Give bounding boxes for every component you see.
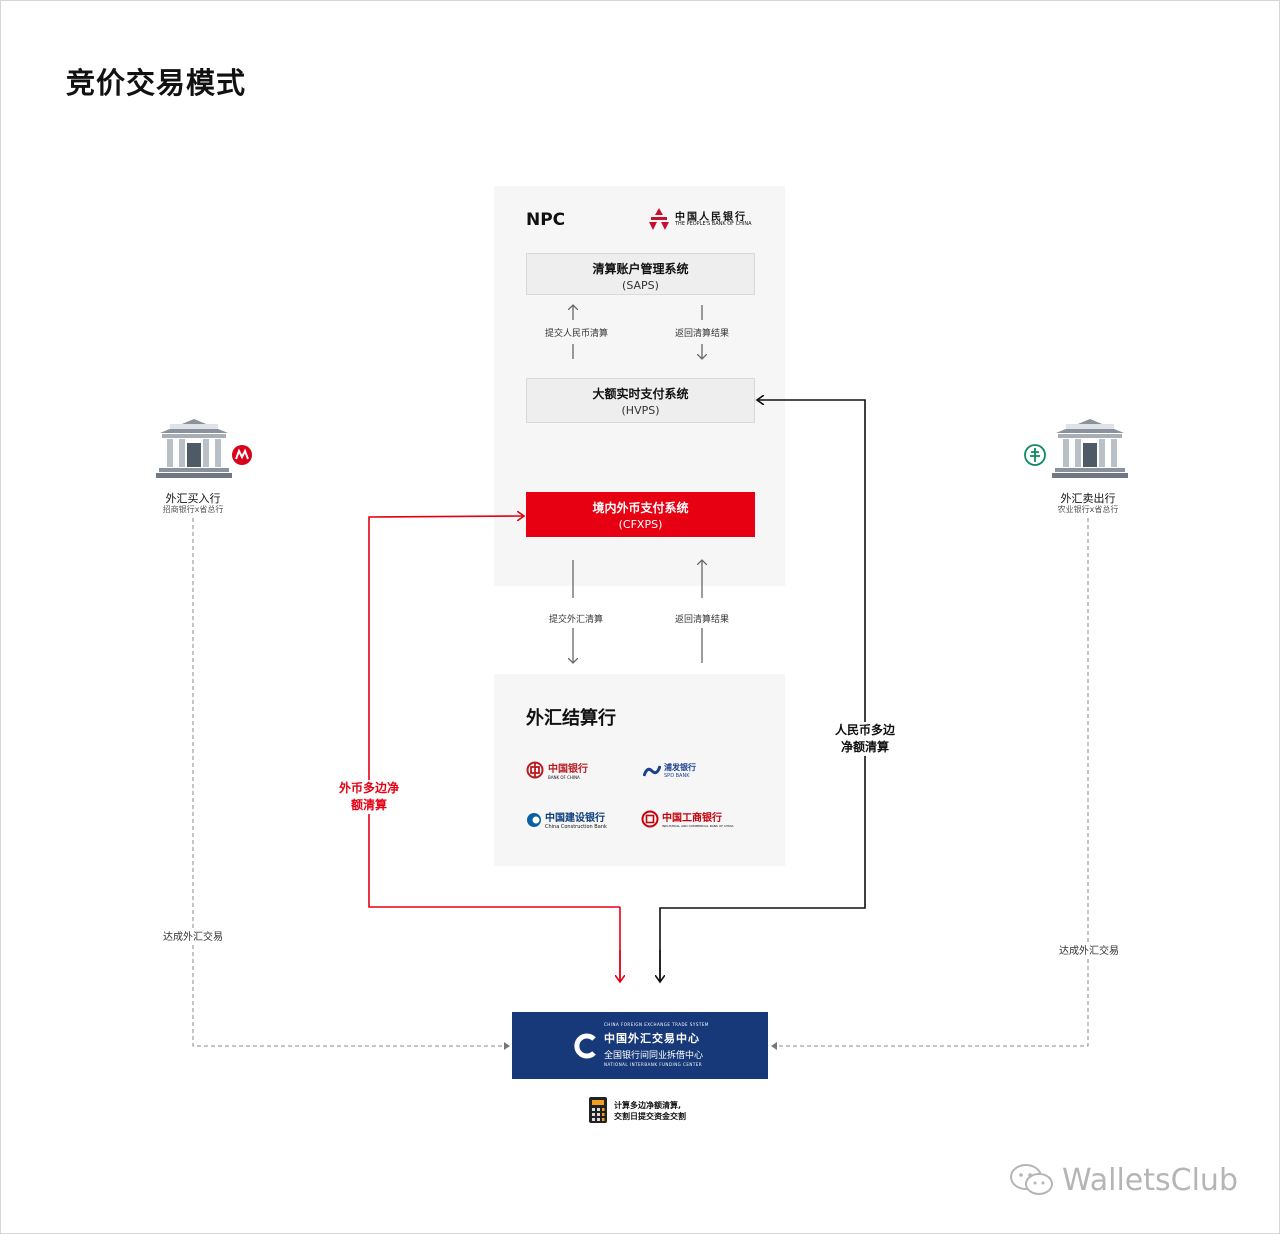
spdb-en: SPD BANK (664, 773, 690, 779)
seller-bank-sub: 农业银行x省总行 (1057, 505, 1119, 514)
pboc-emblem-icon (649, 208, 669, 230)
submit-fx-label: 提交外汇清算 (549, 615, 604, 625)
hvps-box: 大额实时支付系统 (HVPS) (526, 378, 755, 423)
boc-logo-icon (526, 761, 544, 779)
ccb-logo-icon (527, 812, 541, 827)
buyer-deal-label: 达成外汇交易 (163, 928, 223, 943)
pboc-name-en: THE PEOPLE'S BANK OF CHINA (675, 221, 752, 227)
cfets-en-bottom: NATIONAL INTERBANK FUNDING CENTER (604, 1062, 703, 1067)
submit-rmb-label: 提交人民币清算 (545, 329, 609, 339)
cfxps-box: 境内外币支付系统 (CFXPS) (526, 492, 755, 537)
calc-note-line2: 交割日提交资金交割 (614, 1112, 686, 1121)
ccb-en: China Construction Bank (545, 824, 607, 830)
buyer-deal-line (192, 518, 510, 1050)
boc-en: BANK OF CHINA (548, 775, 580, 780)
return-result-label-top: 返回清算结果 (675, 329, 730, 339)
calculator-icon (589, 1097, 607, 1123)
pboc-logo: 中国人民银行 THE PEOPLE'S BANK OF CHINA (646, 207, 758, 233)
icbc-logo: 中国工商银行 INDUSTRIAL AND COMMERCIAL BANK OF… (641, 809, 734, 828)
hvps-code: (HVPS) (621, 404, 660, 417)
watermark: WalletsClub (1008, 1162, 1238, 1198)
fx-net-label: 外币多边净额清算 (336, 780, 402, 814)
watermark-text: WalletsClub (1062, 1162, 1238, 1198)
boc-name: 中国银行 (548, 764, 588, 775)
settlement-title: 外汇结算行 (526, 708, 616, 729)
icbc-name: 中国工商银行 (662, 813, 722, 824)
seller-bank-name: 外汇卖出行 (1060, 492, 1116, 505)
cfets-cn-top: 中国外汇交易中心 (604, 1032, 700, 1045)
saps-code: (SAPS) (622, 279, 659, 292)
calc-note: 计算多边净额清算, 交割日提交资金交割 (614, 1100, 686, 1122)
buyer-bank-sub: 招商银行x省总行 (162, 505, 224, 514)
buyer-bank (156, 417, 256, 517)
spdb-logo: 浦发银行 SPD BANK (643, 762, 696, 779)
ccb-name: 中国建设银行 (545, 813, 605, 824)
icbc-logo-icon (641, 810, 659, 827)
calc-note-line1: 计算多边净额清算, (614, 1101, 682, 1110)
hvps-name: 大额实时支付系统 (592, 387, 689, 401)
abc-logo-icon (1024, 444, 1046, 466)
cfets-cn-bottom: 全国银行间同业拆借中心 (604, 1051, 704, 1061)
saps-box: 清算账户管理系统 (SAPS) (526, 253, 755, 295)
cfxps-code: (CFXPS) (618, 518, 663, 531)
buyer-bank-name: 外汇买入行 (165, 492, 221, 505)
rmb-net-line (659, 400, 866, 982)
icbc-en: INDUSTRIAL AND COMMERCIAL BANK OF CHINA (662, 824, 734, 828)
cfxps-name: 境内外币支付系统 (592, 501, 689, 515)
pboc-name-cn: 中国人民银行 (675, 212, 747, 223)
ccb-logo: 中国建设银行 China Construction Bank (526, 809, 607, 830)
page-title: 竞价交易模式 (66, 66, 247, 100)
saps-name: 清算账户管理系统 (592, 262, 689, 276)
bank-building-icon (1052, 419, 1128, 478)
spdb-logo-icon (643, 765, 661, 776)
fx-net-line (368, 516, 621, 982)
npc-label: NPC (526, 210, 566, 230)
cfets-en-top: CHINA FOREIGN EXCHANGE TRADE SYSTEM (604, 1022, 709, 1027)
cmb-logo-icon (232, 445, 252, 465)
cfets-logo-icon (574, 1033, 596, 1059)
cfets-box: CHINA FOREIGN EXCHANGE TRADE SYSTEM 中国外汇… (512, 1012, 768, 1079)
boc-logo: 中国银行 BANK OF CHINA (526, 760, 588, 780)
rmb-net-label: 人民币多边净额清算 (832, 722, 898, 756)
return-result-label-mid: 返回清算结果 (675, 615, 730, 625)
bank-building-icon (156, 419, 232, 478)
seller-bank (1020, 417, 1130, 517)
seller-deal-label: 达成外汇交易 (1059, 942, 1119, 957)
npc-internal-arrows (573, 305, 702, 663)
seller-deal-line (771, 518, 1089, 1050)
wechat-icon (1010, 1164, 1053, 1195)
spdb-name: 浦发银行 (664, 763, 696, 772)
